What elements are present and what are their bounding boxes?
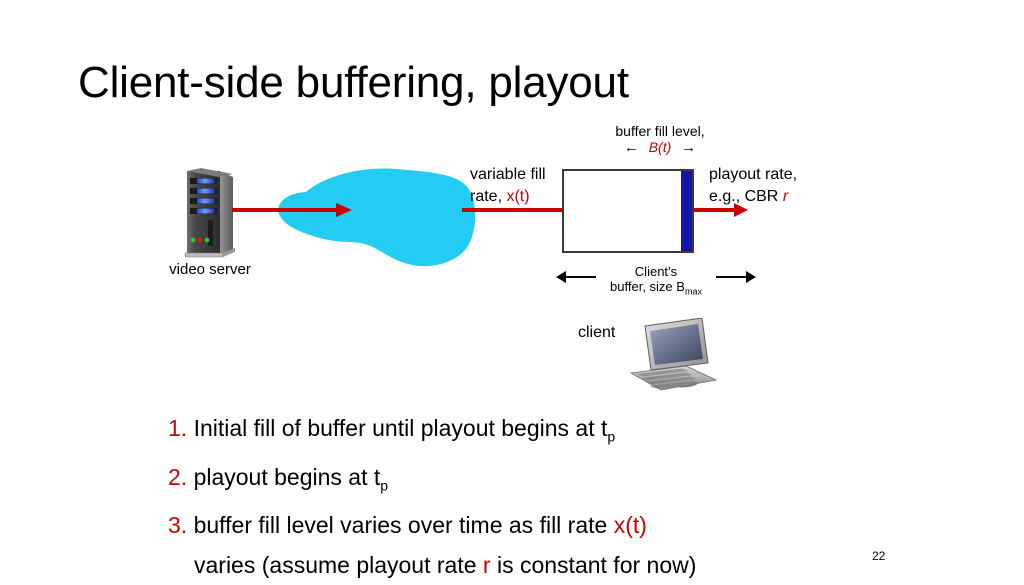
playout-rate-symbol: r bbox=[782, 188, 789, 205]
variable-fill-rate-line1: variable fill bbox=[470, 166, 546, 183]
page-number: 22 bbox=[872, 549, 886, 563]
list-item-text: playout begins at t bbox=[187, 463, 381, 490]
right-arrow-icon: → bbox=[681, 139, 697, 156]
list-item-subscript: p bbox=[607, 428, 616, 445]
buffer-fill-level-symbol-row: ← B(t) → bbox=[560, 139, 760, 156]
playout-rate-line1: playout rate, bbox=[709, 166, 798, 183]
buffering-diagram: video server buffer fill level, ← B(t) →… bbox=[169, 123, 839, 391]
list-item-number: 3. bbox=[168, 512, 188, 539]
client-buffer-line2: buffer, size Bmax bbox=[556, 279, 756, 300]
playout-rate-prefix: e.g., CBR bbox=[709, 188, 783, 205]
variable-fill-rate-label: variable fill rate, x(t) bbox=[470, 164, 570, 208]
list-item-line2-after: is constant for now) bbox=[490, 552, 697, 579]
variable-fill-rate-prefix: rate, bbox=[470, 188, 507, 205]
arrow-server-to-cloud bbox=[232, 203, 352, 217]
buffer-fill-symbol: B(t) bbox=[648, 139, 672, 155]
buffer-fill-level-label: buffer fill level, bbox=[615, 123, 705, 139]
list-item-line2-before: varies (assume playout rate bbox=[194, 552, 483, 579]
variable-fill-rate-symbol: x(t) bbox=[506, 188, 530, 205]
page-title: Client-side buffering, playout bbox=[78, 58, 629, 107]
left-arrow-icon: ← bbox=[623, 139, 639, 156]
numbered-list: 1. Initial fill of buffer until playout … bbox=[168, 408, 928, 585]
list-item-number: 1. bbox=[168, 415, 188, 441]
playout-rate-line2: e.g., CBR r bbox=[709, 186, 839, 208]
video-server-icon bbox=[184, 168, 235, 258]
buffer-width-right-arrow-icon bbox=[716, 271, 756, 283]
arrow-buffer-to-client bbox=[692, 203, 748, 217]
buffer-width-left-arrow-icon bbox=[556, 271, 596, 283]
list-item-text: buffer fill level varies over time as fi… bbox=[187, 512, 614, 539]
network-cloud-icon bbox=[278, 168, 476, 267]
client-buffer-prefix: buffer, size B bbox=[610, 279, 685, 294]
list-item-continuation: varies (assume playout rate r is constan… bbox=[168, 545, 928, 585]
client-buffer-line1: Client’s bbox=[634, 264, 678, 279]
list-item-line2-highlight: r bbox=[482, 552, 491, 579]
playout-rate-label: playout rate, e.g., CBR r bbox=[709, 164, 839, 208]
list-item-text: Initial fill of buffer until playout beg… bbox=[187, 415, 608, 441]
video-server-label: video server bbox=[169, 261, 251, 278]
variable-fill-rate-line2: rate, x(t) bbox=[470, 186, 570, 208]
list-item: 1. Initial fill of buffer until playout … bbox=[168, 408, 928, 457]
list-item-number: 2. bbox=[168, 463, 188, 490]
client-buffer-size-label: Client’s buffer, size Bmax bbox=[556, 264, 756, 300]
list-item: 2. playout begins at tp bbox=[168, 457, 928, 506]
buffer-fill-bar bbox=[681, 171, 692, 251]
client-label: client bbox=[578, 324, 616, 341]
client-buffer-box bbox=[562, 169, 694, 253]
client-buffer-subscript: max bbox=[684, 286, 702, 297]
client-computer-icon bbox=[629, 318, 718, 391]
list-item-subscript: p bbox=[380, 477, 389, 494]
list-item: 3. buffer fill level varies over time as… bbox=[168, 505, 928, 585]
list-item-highlight: x(t) bbox=[613, 512, 647, 539]
